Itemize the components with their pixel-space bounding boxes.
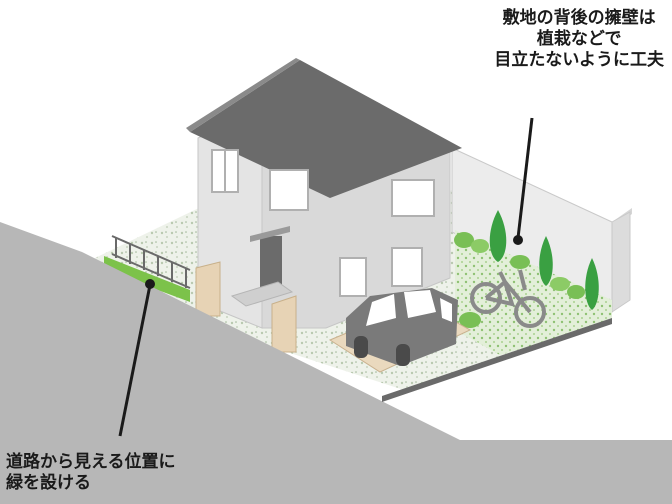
annotation-top-line-1: 敷地の背後の擁壁は xyxy=(502,8,656,28)
annotation-top: 敷地の背後の擁壁は 植栽などで 目立たないように工夫 xyxy=(494,8,664,71)
shrubs-icon xyxy=(454,232,585,328)
house-door xyxy=(260,236,282,288)
annotation-top-line-2: 植栽などで xyxy=(536,29,622,49)
fence-icon xyxy=(111,235,191,289)
house-porch-canopy xyxy=(250,226,290,242)
hedge-front xyxy=(104,256,190,302)
tree-1-icon xyxy=(489,210,507,262)
annotation-bottom-line-2: 緑を設ける xyxy=(6,473,91,493)
retaining-wall-side xyxy=(611,211,631,313)
tree-3-icon xyxy=(585,258,599,310)
leader-dot-bottom xyxy=(145,279,155,289)
car-icon xyxy=(346,288,458,366)
leader-line-top xyxy=(516,117,534,239)
leader-dot-top xyxy=(513,235,523,245)
road xyxy=(0,222,672,504)
gate-post-left xyxy=(195,261,221,317)
house-windows xyxy=(211,149,435,297)
leader-line-bottom xyxy=(118,284,152,437)
road-curb-right xyxy=(382,318,612,402)
house-steps xyxy=(230,281,294,307)
garden-bed-right xyxy=(455,230,612,355)
annotation-bottom: 道路から見える位置に 緑を設ける xyxy=(6,452,176,494)
tree-2-icon xyxy=(539,236,553,286)
annotation-top-line-3: 目立たないように工夫 xyxy=(494,50,664,70)
gate-post-front xyxy=(271,295,297,353)
annotation-bottom-line-1: 道路から見える位置に xyxy=(6,452,176,472)
bicycle-icon xyxy=(470,269,546,328)
house-roof xyxy=(190,60,462,198)
house-roof-edge xyxy=(186,58,300,132)
